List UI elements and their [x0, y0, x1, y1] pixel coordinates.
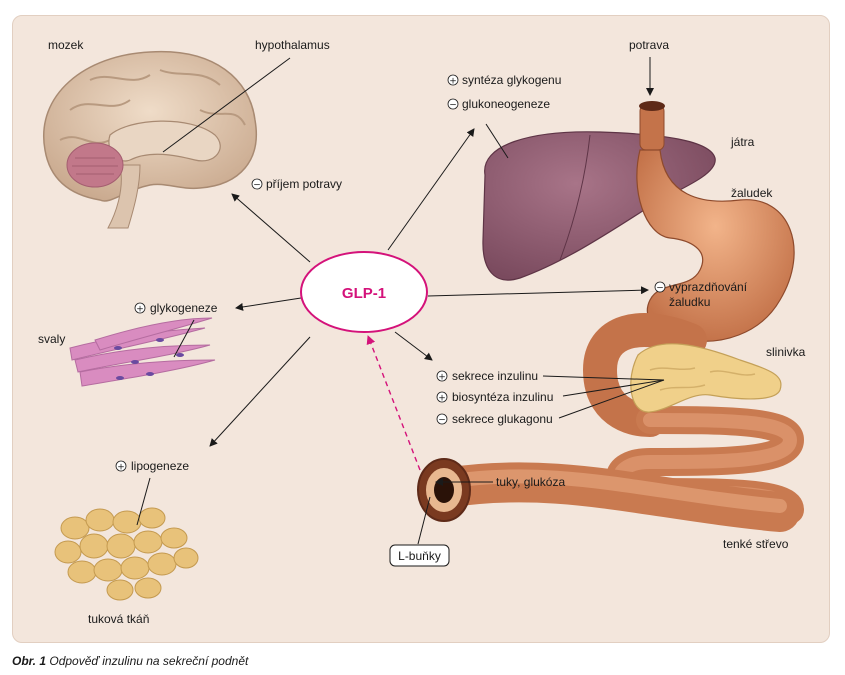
label-vyprazdnovani-1: vyprazdňování	[669, 280, 748, 294]
leader-insulin-secretion	[542, 375, 665, 381]
label-sekrece-glukagonu: sekrece glukagonu	[452, 412, 553, 426]
arrow-to-fat	[209, 336, 311, 447]
plus-sign-icon	[115, 460, 127, 472]
leader-glucagon-secretion	[558, 379, 665, 419]
minus-sign-icon	[251, 178, 263, 190]
label-synteza-glykogenu: syntéza glykogenu	[462, 73, 561, 87]
arrows	[136, 57, 665, 545]
minus-sign-icon	[654, 281, 666, 293]
leader-insulin-biosynthesis	[562, 379, 665, 397]
sign-glyph: −	[449, 101, 457, 111]
label-sekrece-inzulinu: sekrece inzulinu	[452, 369, 538, 383]
label-biosynteza-inzulinu: biosyntéza inzulinu	[452, 390, 553, 404]
sign-glyph: −	[253, 181, 261, 191]
leader-l-cells	[417, 496, 431, 545]
plus-sign-icon	[436, 370, 448, 382]
label-glykogeneze: glykogeneze	[150, 301, 218, 315]
l-cells-box	[389, 544, 450, 567]
arrow-to-stomach	[427, 286, 649, 297]
arrow-to-muscle	[235, 297, 302, 311]
minus-sign-icon	[436, 413, 448, 425]
glp1-diagram: GLP-1 − + − − + + + − + mozek hypothalam…	[38, 38, 806, 626]
label-glukoneogeneze: glukoneogeneze	[462, 97, 550, 111]
arrow-to-liver	[387, 128, 475, 251]
plus-sign-icon	[447, 74, 459, 86]
glp1-hub	[300, 251, 428, 333]
sign-markers	[115, 74, 666, 472]
label-tuky-glukoza: tuky, glukóza	[496, 475, 565, 489]
sign-glyph: +	[449, 77, 457, 87]
label-zaludek: žaludek	[731, 186, 773, 200]
leader-liver	[485, 123, 509, 159]
adipose-tissue-illustration	[54, 507, 199, 601]
digestive-tract-illustration	[417, 101, 805, 532]
label-vyprazdnovani-2: žaludku	[669, 295, 710, 309]
arrow-to-pancreas	[394, 331, 433, 361]
label-tukova-tkan: tuková tkáň	[88, 612, 149, 626]
label-l-bunky: L-buňky	[398, 549, 441, 563]
glp1-label: GLP-1	[342, 285, 386, 302]
plus-sign-icon	[134, 302, 146, 314]
sign-glyph: −	[656, 284, 664, 294]
minus-sign-icon	[447, 98, 459, 110]
label-mozek: mozek	[48, 38, 84, 52]
muscle-illustration	[69, 317, 216, 387]
leader-hypothalamus	[162, 57, 291, 153]
sign-glyph: +	[438, 373, 446, 383]
plus-sign-icon	[436, 391, 448, 403]
label-hypothalamus: hypothalamus	[255, 38, 330, 52]
label-jatra: játra	[730, 135, 755, 149]
label-prijem-potravy: příjem potravy	[266, 177, 342, 191]
sign-glyph: −	[438, 416, 446, 426]
label-potrava: potrava	[629, 38, 669, 52]
pancreas-illustration	[630, 343, 782, 413]
caption-prefix: Obr. 1	[12, 654, 47, 668]
leader-fat	[136, 477, 151, 526]
arrow-to-brain	[231, 193, 311, 263]
dashed-arrow-l-cells-to-glp1	[366, 335, 421, 471]
label-lipogeneze: lipogeneze	[131, 459, 189, 473]
sign-glyph: +	[438, 394, 446, 404]
figure-caption: Obr. 1 Odpověď inzulinu na sekreční podn…	[12, 654, 248, 668]
label-tenke-strevo: tenké střevo	[723, 537, 789, 551]
sign-glyph: +	[136, 305, 144, 315]
leader-muscle	[173, 319, 195, 358]
label-slinivka: slinivka	[766, 345, 806, 359]
label-svaly: svaly	[38, 332, 65, 346]
caption-text: Odpověď inzulinu na sekreční podnět	[49, 654, 249, 668]
sign-glyph: +	[117, 463, 125, 473]
brain-illustration	[43, 50, 257, 229]
